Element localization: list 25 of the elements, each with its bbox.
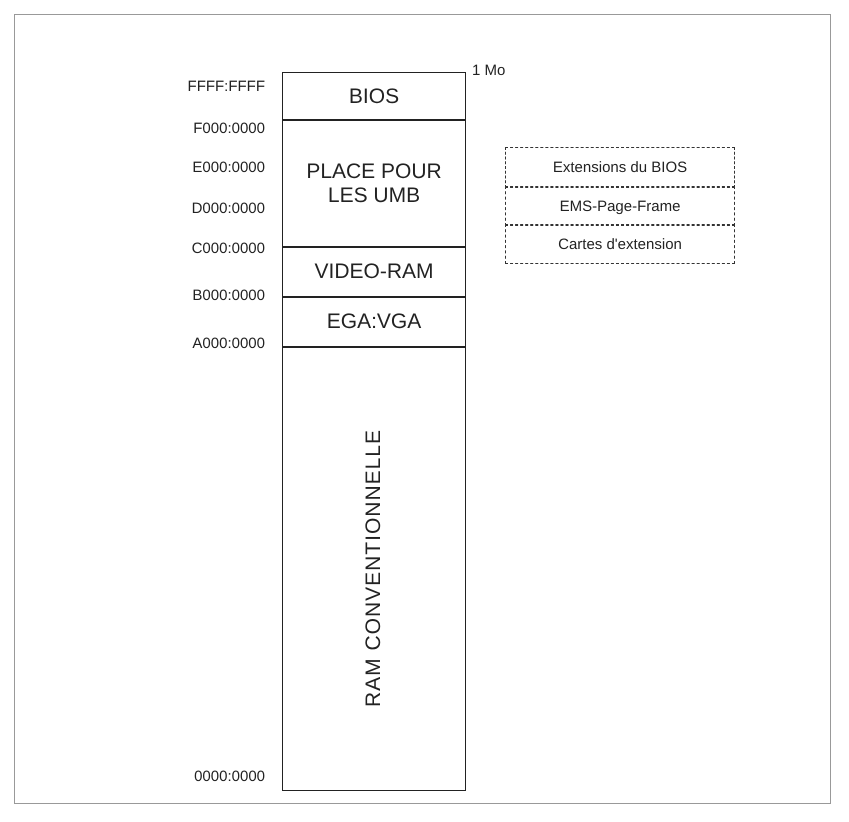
address-label: E000:0000 [192, 159, 265, 176]
address-label: A000:0000 [192, 335, 265, 352]
segment-label: EGA:VGA [326, 310, 422, 334]
segment-label: PLACE POUR LES UMB [305, 160, 443, 208]
extension-region-box [505, 224, 735, 264]
memory-segment-box [282, 296, 466, 348]
memory-segment-box [282, 346, 466, 791]
address-label: B000:0000 [192, 287, 265, 304]
memory-segment-box [282, 119, 466, 248]
size-label: 1 Mo [472, 62, 506, 79]
segment-label: RAM CONVENTIONNELLE [362, 429, 386, 708]
address-label: C000:0000 [192, 240, 265, 257]
extension-region-box [505, 147, 735, 188]
segment-label: BIOS [348, 84, 400, 108]
address-label: 0000:0000 [194, 768, 265, 785]
segment-label: Extensions du BIOS [552, 159, 688, 176]
address-label: FFFF:FFFF [188, 78, 265, 95]
segment-label: Cartes d'extension [558, 236, 682, 252]
address-label: D000:0000 [192, 200, 265, 217]
extension-region-box [505, 186, 735, 226]
memory-segment-box [282, 72, 466, 121]
address-label: F000:0000 [193, 120, 265, 137]
segment-label: VIDEO-RAM [314, 260, 434, 284]
segment-label: EMS-Page-Frame [560, 198, 680, 214]
memory-segment-box [282, 246, 466, 298]
